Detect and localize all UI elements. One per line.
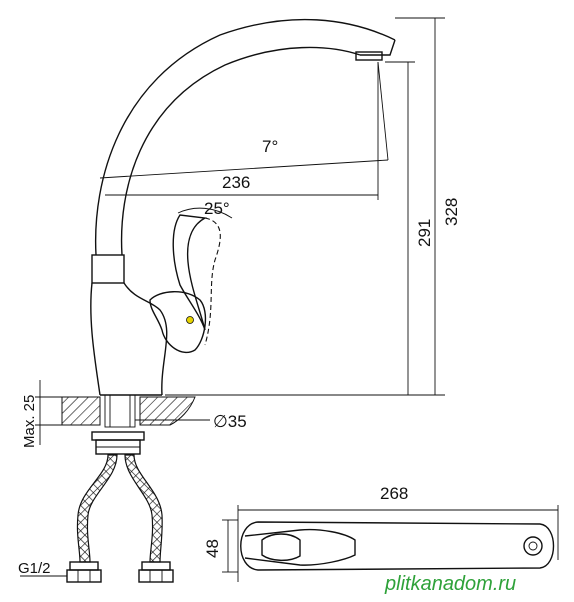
spout-outlet-icon	[523, 536, 543, 556]
faucet-body	[90, 18, 396, 396]
top-view-width-label: 48	[203, 539, 222, 558]
total-height-label: 328	[442, 198, 461, 226]
lever-angle-label: 25°	[204, 199, 230, 218]
faucet-top-view	[222, 505, 559, 582]
thread-size-label: G1/2	[18, 560, 51, 577]
temperature-indicator-icon	[186, 316, 194, 324]
max-thickness-label: Max. 25	[21, 395, 38, 448]
spout-angle-label: 7°	[262, 137, 278, 156]
watermark: plitkanadom.ru	[384, 573, 516, 595]
top-view-length-label: 268	[380, 484, 408, 503]
spout-reach-label: 236	[222, 173, 250, 192]
hole-diameter-label: ∅35	[213, 412, 247, 431]
dimension-lines	[20, 17, 445, 577]
spout-height-label: 291	[415, 219, 434, 247]
countertop-section	[61, 394, 196, 455]
flexible-hoses	[66, 454, 174, 583]
